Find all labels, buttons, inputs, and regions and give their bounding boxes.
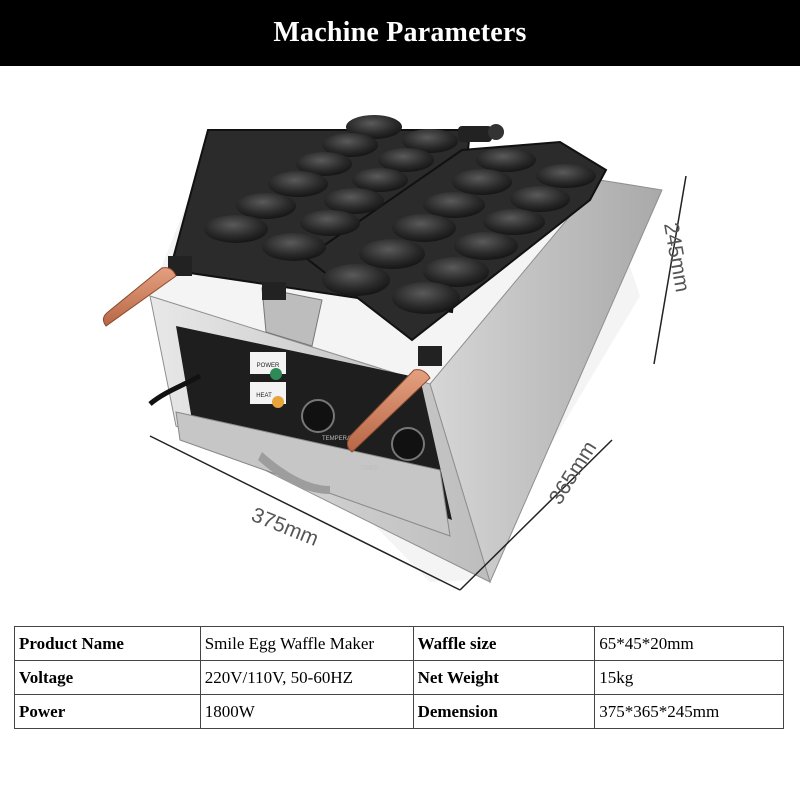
right-handle[interactable] <box>346 369 431 453</box>
spec-label: Voltage <box>14 660 201 695</box>
page-title: Machine Parameters <box>273 17 527 48</box>
spec-label: Power <box>14 694 201 729</box>
spec-value: 375*365*245mm <box>594 694 784 729</box>
dimension-lines <box>149 175 687 591</box>
left-plate-cups <box>204 115 458 261</box>
spec-label: Demension <box>412 694 596 729</box>
left-handle[interactable] <box>102 267 177 327</box>
spec-value: 65*45*20mm <box>594 626 784 661</box>
specs-table: Product Name Smile Egg Waffle Maker Waff… <box>14 626 784 729</box>
width-dimension-label: 375mm <box>248 503 322 551</box>
spec-label: Waffle size <box>412 626 596 661</box>
table-row: Product Name Smile Egg Waffle Maker Waff… <box>14 626 784 661</box>
timer-knob[interactable] <box>391 427 425 461</box>
spec-label: Product Name <box>14 626 201 661</box>
spec-label: Net Weight <box>412 660 596 695</box>
heat-label: HEAT <box>256 393 272 399</box>
temperature-knob[interactable] <box>301 399 335 433</box>
spec-value: 1800W <box>199 694 414 729</box>
depth-dimension-label: 365mm <box>545 437 602 509</box>
height-dimension-label: 245mm <box>659 221 694 294</box>
spec-value: 220V/110V, 50-60HZ <box>199 660 414 695</box>
timer-label: TIMER <box>360 466 379 472</box>
height-dimension-line <box>653 175 687 365</box>
handles <box>102 256 442 453</box>
drawer-handle <box>258 452 330 494</box>
right-plate-cups <box>322 148 596 314</box>
power-cable <box>148 373 202 406</box>
spec-value: Smile Egg Waffle Maker <box>199 626 414 661</box>
table-row: Power 1800W Demension 375*365*245mm <box>14 694 784 729</box>
right-handle-mount <box>418 346 442 366</box>
control-panel: POWER HEAT TEMPERA TIMER <box>148 352 425 472</box>
width-dimension-line <box>149 435 461 591</box>
page-title-bar: Machine Parameters <box>0 0 800 66</box>
product-illustration: POWER HEAT TEMPERA TIMER <box>0 66 800 616</box>
left-handle-mount <box>168 256 192 276</box>
table-row: Voltage 220V/110V, 50-60HZ Net Weight 15… <box>14 660 784 695</box>
power-label: POWER <box>257 363 280 369</box>
spec-value: 15kg <box>594 660 784 695</box>
power-lamp <box>270 368 282 380</box>
hinge <box>261 124 504 347</box>
temperature-label: TEMPERA <box>322 436 351 442</box>
depth-dimension-line <box>459 439 613 591</box>
heat-lamp <box>272 396 284 408</box>
waffle-plates <box>168 115 608 347</box>
